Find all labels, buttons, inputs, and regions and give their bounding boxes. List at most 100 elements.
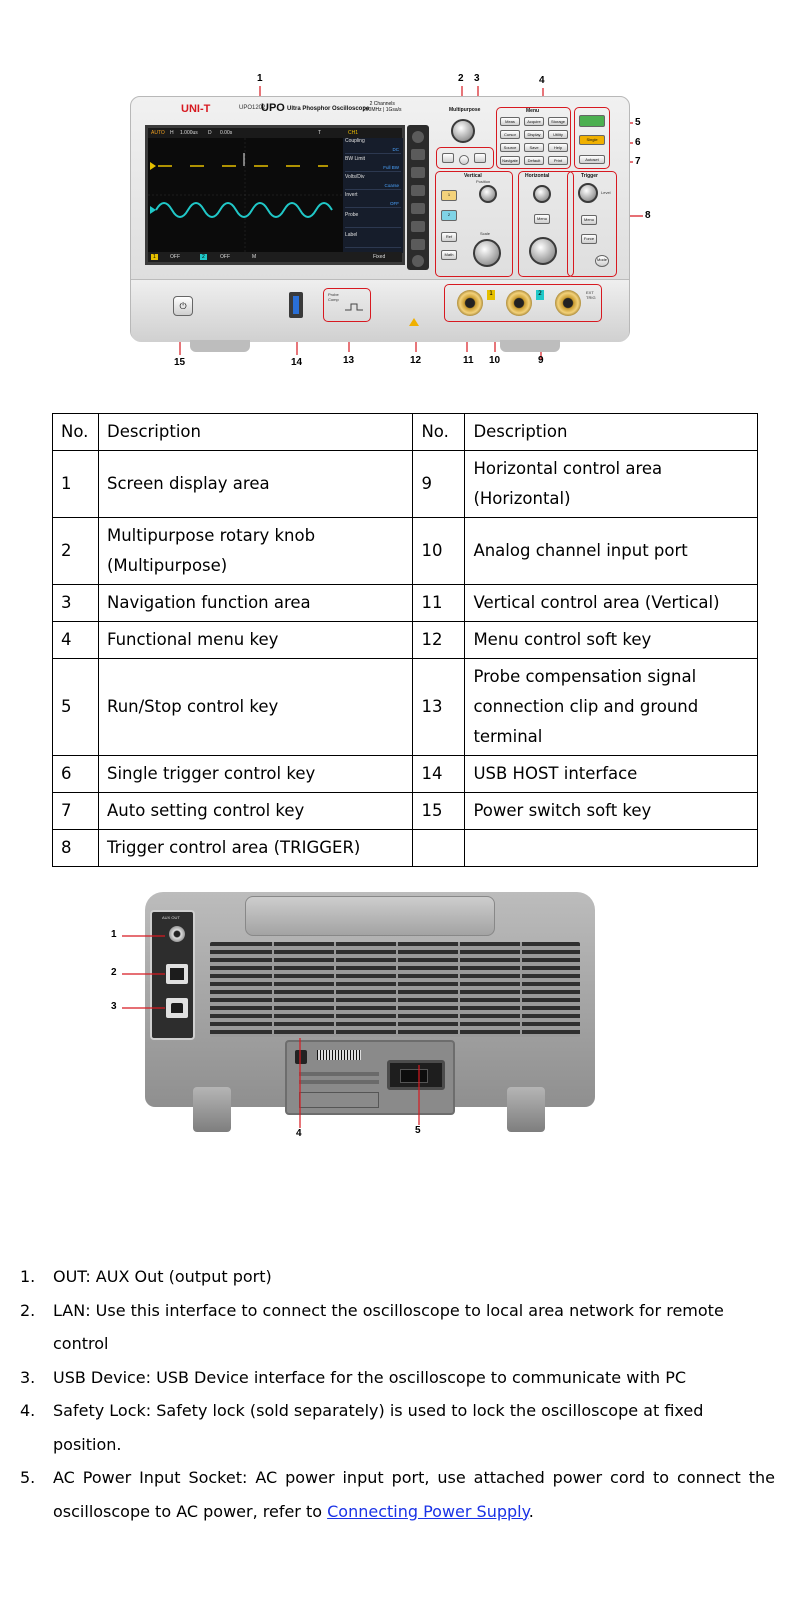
horizontal-scale-knob[interactable] [529, 237, 557, 265]
softkey-top[interactable] [412, 131, 424, 143]
table-cell: Single trigger control key [97, 755, 414, 793]
tagline: Ultra Phosphor Oscilloscope [287, 106, 370, 112]
nav-right-button[interactable] [474, 153, 486, 163]
aux-out-port[interactable] [169, 926, 185, 942]
force-button[interactable]: Force [581, 234, 597, 244]
bottom-fixed: Fixed [373, 254, 386, 260]
probe-comp-area [323, 288, 371, 322]
ac-power-socket[interactable] [387, 1060, 445, 1090]
list-text: AC Power Input Socket: AC power input po… [53, 1468, 775, 1521]
channel-input-area [444, 284, 602, 322]
front-callout-1: 1 [257, 73, 263, 84]
ch1-button[interactable]: 1 [441, 190, 457, 201]
ch2-button[interactable]: 2 [441, 210, 457, 221]
power-switch[interactable]: ⏻ [173, 296, 193, 316]
softkey[interactable] [411, 185, 425, 196]
ref-button[interactable]: Ref [441, 232, 457, 242]
menu-softkey-column [407, 125, 429, 270]
trigger-menu-button[interactable]: Menu [581, 215, 597, 225]
table-cell: 6 [52, 755, 99, 793]
front-bottom-strip: ⏻ Probe Comp 1 2 EXT TRIG [131, 279, 629, 342]
autoset-button[interactable]: Autoset [579, 155, 605, 164]
nav-left-button[interactable] [442, 153, 454, 163]
nav-center-button[interactable] [459, 155, 469, 165]
vertical-scale-knob[interactable] [473, 239, 501, 267]
trigger-mode-button[interactable]: Mode [595, 255, 609, 267]
multipurpose-label: Multipurpose [449, 107, 481, 113]
table-cell: Navigation function area [97, 584, 414, 622]
ch1-badge: 1 [487, 290, 495, 300]
softkey[interactable] [411, 221, 425, 232]
meas-button[interactable]: Meas [500, 117, 520, 126]
save-button[interactable]: Save [524, 143, 544, 152]
front-callout-14: 14 [291, 357, 303, 368]
bottom-ch2-state: OFF [220, 254, 230, 260]
rear-callout-2: 2 [111, 967, 117, 978]
series-logo: UPO [261, 102, 285, 114]
bottom-ch2: 2 [200, 254, 207, 260]
trigger-label: Trigger [581, 173, 598, 179]
acquire-button[interactable]: Acquire [524, 117, 544, 126]
vertical-position-knob[interactable] [479, 185, 497, 203]
trigger-level-knob[interactable] [578, 183, 598, 203]
single-button[interactable]: Single [579, 135, 605, 145]
front-callout-9: 9 [538, 355, 544, 366]
connecting-power-supply-link[interactable]: Connecting Power Supply [327, 1501, 529, 1521]
status-delay: 0.00s [220, 130, 233, 136]
header-description: Description [97, 413, 414, 451]
table-cell: Run/Stop control key [97, 658, 414, 756]
screen-bottom-bar: 1 OFF 2 OFF M Fixed [148, 252, 402, 262]
rear-label-plate [285, 1040, 455, 1115]
run-stop-button[interactable] [579, 115, 605, 127]
math-button[interactable]: Math [441, 250, 457, 260]
ch2-bnc-input[interactable] [506, 290, 532, 316]
utility-button[interactable]: Utility [548, 130, 568, 139]
oscilloscope-front: UNI-T UPO1202 UPO Ultra Phosphor Oscillo… [130, 96, 630, 342]
list-item: 1. OUT: AUX Out (output port) [20, 1260, 775, 1294]
help-button[interactable]: Help [548, 143, 568, 152]
cursor-button[interactable]: Cursor [500, 130, 520, 139]
source-button[interactable]: Source [500, 143, 520, 152]
softkey-bottom[interactable] [412, 255, 424, 267]
list-item: 2. LAN: Use this interface to connect th… [20, 1294, 775, 1361]
safety-lock-slot[interactable] [295, 1050, 307, 1064]
softkey[interactable] [411, 203, 425, 214]
navigation-area [436, 147, 494, 169]
print-button[interactable]: Print [548, 156, 568, 165]
ext-trig-bnc-input[interactable] [555, 290, 581, 316]
table-cell: Multipurpose rotary knob (Multipurpose) [97, 517, 414, 585]
ch1-bnc-input[interactable] [457, 290, 483, 316]
menu-label: Menu [526, 108, 540, 114]
list-text: USB Device: USB Device interface for the… [53, 1367, 687, 1387]
header-no: No. [52, 413, 99, 451]
horizontal-label: Horizontal [525, 173, 550, 179]
navigate-button[interactable]: Navigate [500, 156, 520, 165]
model-number: UPO1202 [239, 105, 266, 111]
default-button[interactable]: Default [524, 156, 544, 165]
front-callout-2: 2 [458, 73, 464, 84]
usb-host-port[interactable] [289, 292, 303, 318]
table-cell: 10 [412, 517, 466, 585]
rear-foot-left [193, 1087, 231, 1132]
table-cell: Screen display area [97, 450, 414, 518]
table-row: 4 Functional menu key 12 Menu control so… [52, 621, 758, 659]
softkey[interactable] [411, 149, 425, 160]
status-t: T [318, 130, 322, 136]
softkey[interactable] [411, 239, 425, 250]
table-cell: 4 [52, 621, 99, 659]
display-button[interactable]: Display [524, 130, 544, 139]
lan-port[interactable] [166, 964, 188, 984]
softkey[interactable] [411, 167, 425, 178]
multipurpose-knob[interactable] [451, 119, 475, 143]
horizontal-position-knob[interactable] [533, 185, 551, 203]
usb-device-port[interactable] [166, 998, 188, 1018]
table-row: 5 Run/Stop control key 13 Probe compensa… [52, 658, 758, 756]
storage-button[interactable]: Storage [548, 117, 568, 126]
front-foot-left [190, 340, 250, 352]
table-cell: 12 [412, 621, 466, 659]
horizontal-menu-button[interactable]: Menu [534, 214, 550, 224]
table-cell [412, 829, 466, 867]
ch2-sine-wave [155, 202, 333, 218]
vertical-scale-label: Scale [480, 231, 491, 236]
